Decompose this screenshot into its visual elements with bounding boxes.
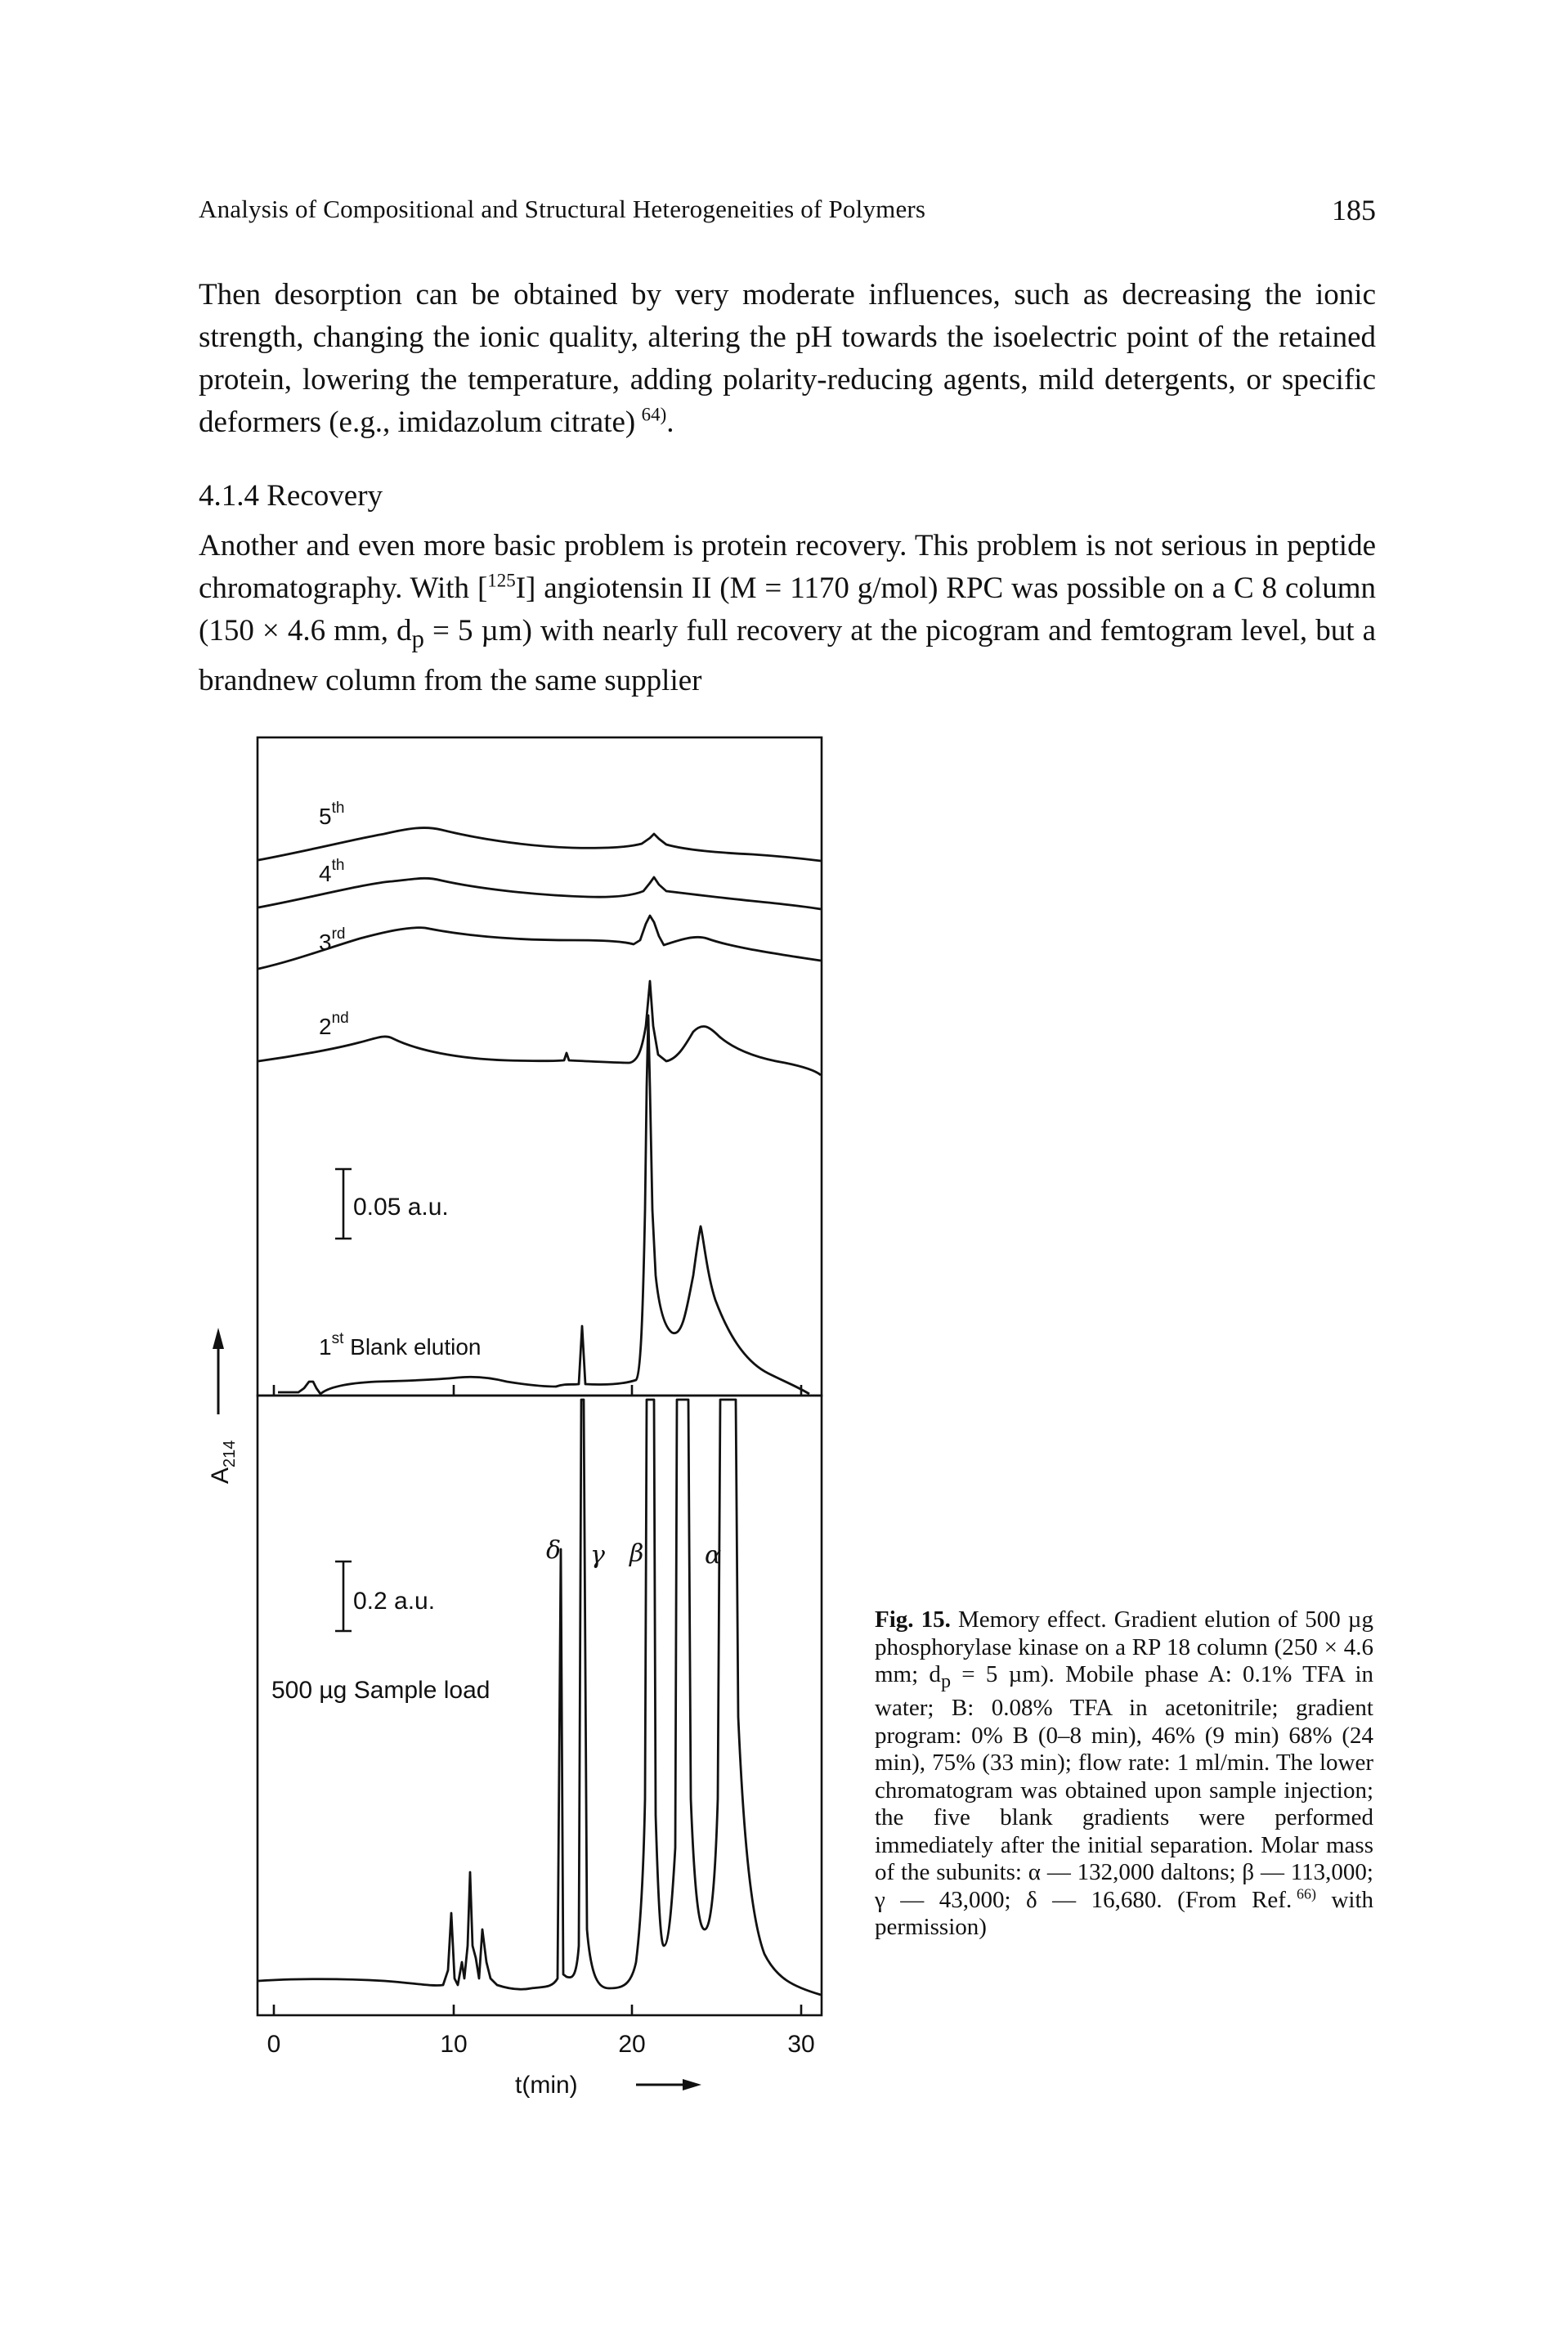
paragraph-end: . xyxy=(666,406,674,439)
chromatogram-figure: 0.05 a.u. 5th 4th 3rd 2nd 1st Blank elut… xyxy=(186,719,922,2175)
label-2nd: 2nd xyxy=(319,1010,349,1039)
label-3rd: 3rd xyxy=(319,925,345,955)
x-axis: 0 10 20 30 t(min) xyxy=(267,2031,815,2099)
scale-bar-lower xyxy=(335,1560,352,1633)
x-tick-20: 20 xyxy=(618,2031,645,2058)
scale-label-lower: 0.2 a.u. xyxy=(353,1588,435,1615)
paragraph-desorption: Then desorption can be obtained by very … xyxy=(199,274,1376,444)
peak-label-beta: β xyxy=(629,1539,643,1568)
paragraph-text-3: = 5 µm) with nearly full recovery at the… xyxy=(199,614,1377,698)
panel-frames xyxy=(256,736,823,2017)
label-4th: 4th xyxy=(319,857,344,886)
caption-label: Fig. 15. xyxy=(875,1606,951,1633)
trace-3rd xyxy=(258,914,822,970)
label-5th: 5th xyxy=(319,800,344,829)
paragraph-text-2: I] angiotensin II (M = 1170 g/mol) RPC w… xyxy=(199,571,1376,647)
x-tick-30: 30 xyxy=(787,2031,814,2058)
x-axis-arrow-icon xyxy=(636,2079,701,2090)
scale-label-upper: 0.05 a.u. xyxy=(353,1194,449,1221)
sample-trace xyxy=(258,1398,822,1996)
blank-traces xyxy=(258,827,822,1396)
sample-load-text: 500 µg Sample load xyxy=(271,1677,490,1704)
trace-1st xyxy=(278,1014,810,1396)
caption-text-3: with permission) xyxy=(875,1886,1373,1941)
x-axis-label: t(min) xyxy=(515,2072,578,2099)
caption-text-1: Memory effect. Gradient elution of 500 µ… xyxy=(875,1606,1373,1687)
trace-5th xyxy=(258,827,822,863)
upper-x-ticks xyxy=(272,1385,803,1396)
peak-label-gamma: γ xyxy=(590,1541,605,1570)
trace-2nd xyxy=(258,979,822,1077)
lower-panel-frame xyxy=(256,1394,823,2017)
section-title: Recovery xyxy=(267,479,383,513)
x-tick-labels: 0 10 20 30 xyxy=(267,2031,815,2058)
y-axis-label: A214 xyxy=(207,1441,239,1484)
running-title: Analysis of Compositional and Structural… xyxy=(199,195,926,223)
caption-reference: 66) xyxy=(1297,1885,1316,1902)
x-tick-0: 0 xyxy=(267,2031,281,2058)
paragraph-text: Then desorption can be obtained by very … xyxy=(199,278,1376,439)
lower-x-ticks xyxy=(272,2005,803,2015)
caption-text-2: = 5 µm). Mobile phase A: 0.1% TFA in wat… xyxy=(875,1661,1374,1913)
figure-caption: Fig. 15. Memory effect. Gradient elution… xyxy=(875,1606,1373,1942)
paragraph-text-1: Another and even more basic problem is p… xyxy=(199,529,1376,605)
y-axis-arrow-icon xyxy=(213,1328,224,1414)
reference-mark: 64) xyxy=(641,404,667,425)
upper-panel-frame xyxy=(256,736,823,1397)
subscript-p: p xyxy=(411,625,424,653)
lower-chromatogram xyxy=(258,1398,822,1996)
label-1st-blank-elution: 1st Blank elution xyxy=(319,1330,481,1360)
page-header: Analysis of Compositional and Structural… xyxy=(199,194,1376,244)
page-number: 185 xyxy=(1332,194,1376,226)
x-tick-10: 10 xyxy=(440,2031,467,2058)
chromatogram-svg: 0.05 a.u. 5th 4th 3rd 2nd 1st Blank elut… xyxy=(207,736,823,2099)
trace-4th xyxy=(258,876,822,911)
peak-label-delta: δ xyxy=(546,1536,561,1565)
peak-label-alpha: α xyxy=(705,1541,721,1570)
section-number: 4.1.4 xyxy=(199,479,259,513)
caption-subscript: p xyxy=(940,1669,952,1692)
paragraph-recovery: Another and even more basic problem is p… xyxy=(199,525,1376,702)
peak-labels: δ γ β α xyxy=(546,1536,721,1570)
trace-labels: 5th 4th 3rd 2nd 1st Blank elution xyxy=(319,800,481,1360)
scale-bar-upper xyxy=(335,1167,352,1240)
section-heading: 4.1.4 Recovery xyxy=(199,478,383,513)
isotope-mass: 125 xyxy=(487,570,516,591)
y-axis: A214 xyxy=(207,1328,239,1484)
